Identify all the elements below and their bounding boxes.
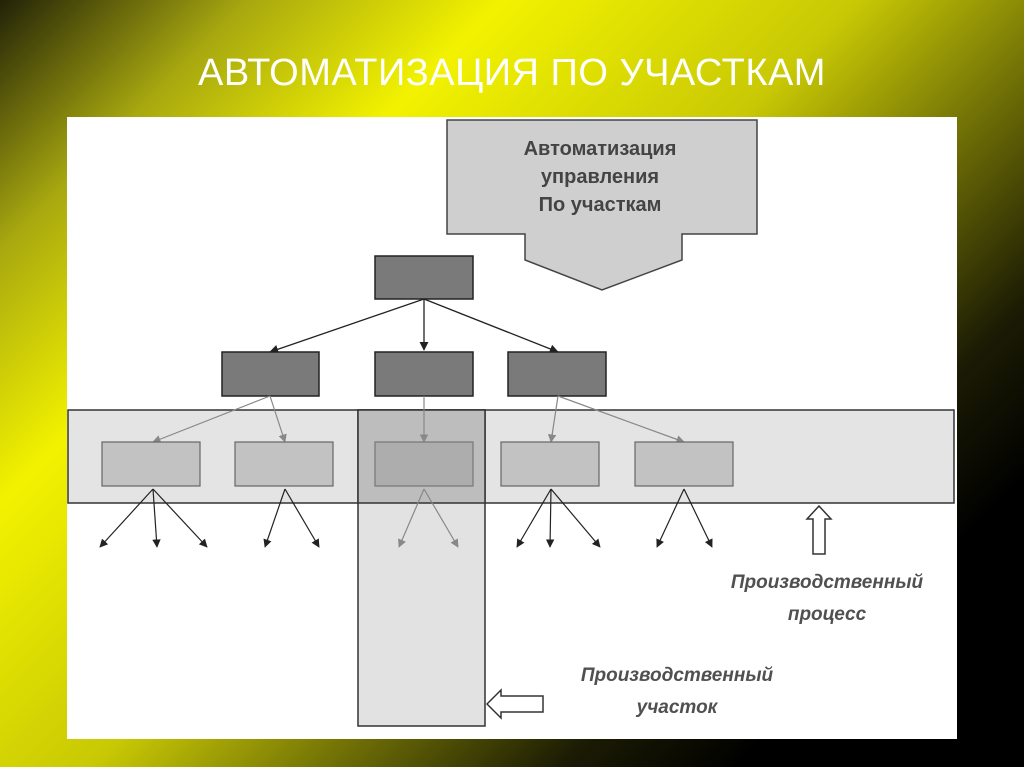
diagram-panel: Автоматизация управления По участкам Про… xyxy=(67,117,957,739)
level3-box xyxy=(101,441,201,487)
arrow-l2-to-l3 xyxy=(152,395,271,444)
level2-box-left xyxy=(221,351,320,397)
arrow-l2-to-l3 xyxy=(269,395,287,443)
level3-box xyxy=(234,441,334,487)
automation-label-line2: управления xyxy=(540,166,660,188)
production-area-label: Производственный участок xyxy=(537,660,817,724)
level3-box xyxy=(500,441,600,487)
fanout-arrows xyxy=(99,488,713,548)
arrow-l2-to-l3 xyxy=(547,395,559,443)
level1-box xyxy=(374,255,474,300)
up-hollow-arrow xyxy=(805,504,833,555)
production-process-label-line2: процесс xyxy=(787,604,867,625)
automation-label: Автоматизация управления По участкам xyxy=(445,135,755,219)
production-process-label: Производственный процесс xyxy=(687,567,967,631)
automation-label-line3: По участкам xyxy=(538,194,662,216)
arrow-l1-to-l2-right xyxy=(423,298,559,354)
left-hollow-arrow xyxy=(485,688,544,720)
production-process-label-line1: Производственный xyxy=(730,572,924,593)
level3-box xyxy=(634,441,734,487)
diagram-svg xyxy=(67,119,955,727)
top-automation-arrow-box xyxy=(446,119,758,291)
arrow-l1-to-l2-left xyxy=(269,298,425,354)
slide-title: АВТОМАТИЗАЦИЯ ПО УЧАСТКАМ xyxy=(198,52,826,94)
level2-box-middle xyxy=(374,351,474,397)
production-area-label-line2: участок xyxy=(636,697,718,718)
fanout-arrows-inside-area xyxy=(398,488,459,548)
level3-box xyxy=(374,441,474,487)
level2-box-right xyxy=(507,351,607,397)
production-area-label-line1: Производственный xyxy=(580,665,774,686)
automation-label-line1: Автоматизация xyxy=(523,138,677,160)
arrow-l2-to-l3 xyxy=(557,395,685,444)
